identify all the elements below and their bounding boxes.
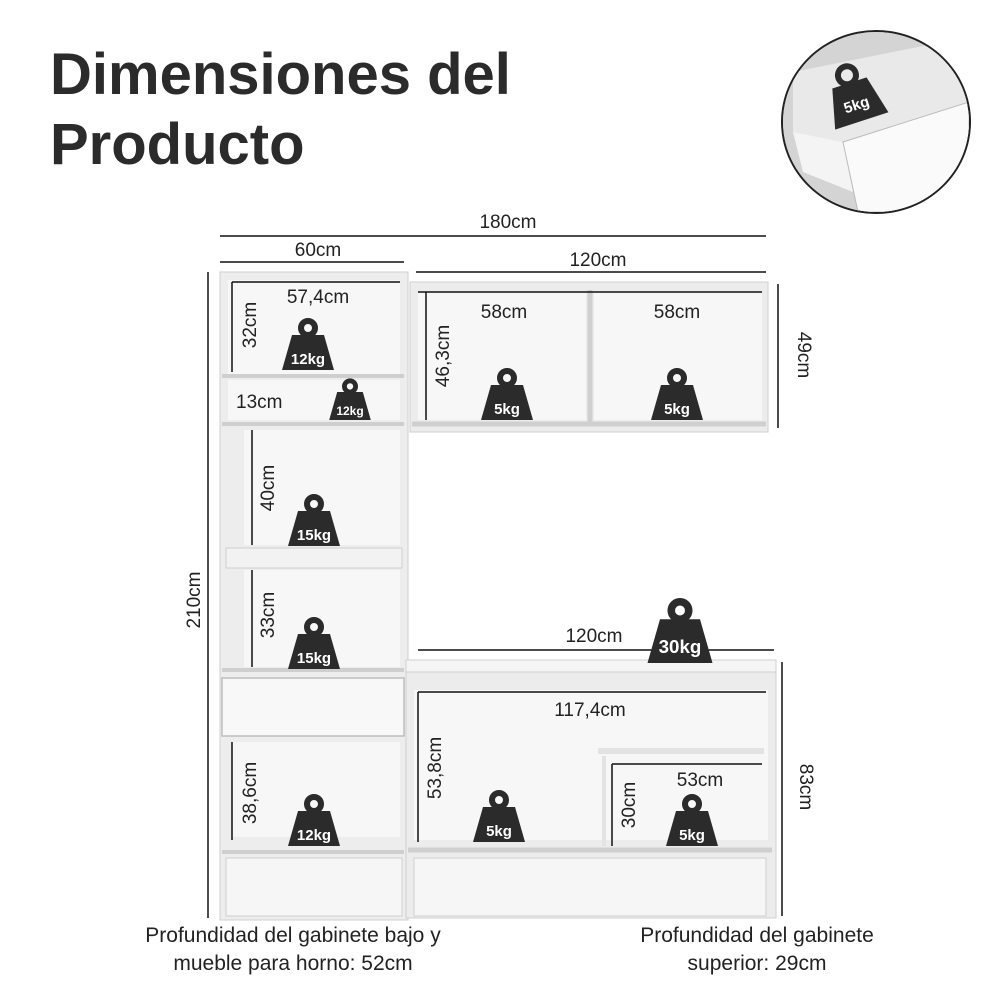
weight-label-upper-left: 5kg xyxy=(494,401,520,418)
weight-icon-tall-top: 12kg xyxy=(282,321,334,370)
drawer-front xyxy=(842,101,969,212)
weight-icon-upper-right: 5kg xyxy=(651,371,703,420)
upper-cabinet xyxy=(409,281,769,433)
weight-icon: 5kg xyxy=(832,63,889,130)
dim-label-upper-height: 49cm xyxy=(793,332,814,378)
dim-label-overall-width: 180cm xyxy=(479,212,536,233)
countertop xyxy=(405,659,777,673)
base-cabinet xyxy=(405,659,777,919)
weight-label-tall-small: 12kg xyxy=(336,404,363,418)
dim-label-top-width: 120cm xyxy=(569,250,626,271)
dim-label-base-sub-width: 53cm xyxy=(677,770,723,791)
weight-label-tall-bottom: 12kg xyxy=(297,827,331,844)
dim-label-upper-inner-width-left: 58cm xyxy=(481,302,527,323)
weight-label-base-sub: 5kg xyxy=(679,827,705,844)
drawer-side xyxy=(793,132,853,192)
weight-icon-tall-mid: 15kg xyxy=(288,497,340,546)
dim-label-base-sub-height: 30cm xyxy=(619,782,640,828)
base-sub-shelf xyxy=(598,748,764,754)
base-depth-note: Profundidad del gabinete bajo y mueble p… xyxy=(145,924,441,975)
weight-icon-tall-small: 12kg xyxy=(329,381,371,420)
weight-label-tall-top: 12kg xyxy=(291,351,325,368)
dim-label-tall-top-height: 32cm xyxy=(240,302,261,348)
base-sub-divider xyxy=(602,756,606,846)
dim-label-upper-inner-height: 46,3cm xyxy=(433,325,454,387)
weight-label-counter-top: 30kg xyxy=(659,636,702,657)
weight-icon-base-sub: 5kg xyxy=(666,797,718,846)
weight-label-upper-right: 5kg xyxy=(664,401,690,418)
dim-label-counter-width: 120cm xyxy=(565,626,622,647)
page-title: Dimensiones del Producto xyxy=(50,40,511,180)
drawer-capacity-inset: 5kg xyxy=(781,30,971,214)
weight-icon-tall-bottom: 12kg xyxy=(288,797,340,846)
weight-icon-base-left: 5kg xyxy=(473,793,525,842)
dimension-lines xyxy=(207,235,783,918)
dim-label-base-inner-width: 117,4cm xyxy=(554,700,625,721)
weight-icon-tall-lower: 15kg xyxy=(288,620,340,669)
dim-label-upper-inner-width-right: 58cm xyxy=(654,302,700,323)
dim-label-overall-height: 210cm xyxy=(184,571,205,628)
weight-label-tall-lower: 15kg xyxy=(297,650,331,667)
dim-label-base-height: 83cm xyxy=(795,764,816,810)
base-plinth xyxy=(413,857,767,917)
dim-label-tall-lower-height: 33cm xyxy=(258,592,279,638)
tall-compartment-small xyxy=(228,380,400,420)
upper-depth-note: Profundidad del gabinete superior: 29cm xyxy=(640,924,874,975)
dim-label-tall-small-height: 13cm xyxy=(236,392,282,413)
tall-drawer-front xyxy=(221,677,405,737)
dim-label-tall-width: 60cm xyxy=(295,240,341,261)
weight-icon-upper-left: 5kg xyxy=(481,371,533,420)
weight-icon-counter-top: 30kg xyxy=(648,602,713,663)
weight-label-base-left: 5kg xyxy=(486,823,512,840)
title-line-1: Dimensiones del xyxy=(50,42,511,107)
dim-label-base-inner-height: 53,8cm xyxy=(425,737,446,799)
dim-label-tall-bottom-height: 38,6cm xyxy=(240,762,261,824)
tall-shelf-3 xyxy=(225,547,403,569)
weight-label-tall-mid: 15kg xyxy=(297,527,331,544)
drawer-inset-illustration: 5kg xyxy=(783,32,969,212)
dim-label-tall-mid-height: 40cm xyxy=(258,465,279,511)
tall-plinth xyxy=(225,857,403,917)
dim-label-tall-inner-width: 57,4cm xyxy=(287,287,349,308)
title-line-2: Producto xyxy=(50,112,305,177)
